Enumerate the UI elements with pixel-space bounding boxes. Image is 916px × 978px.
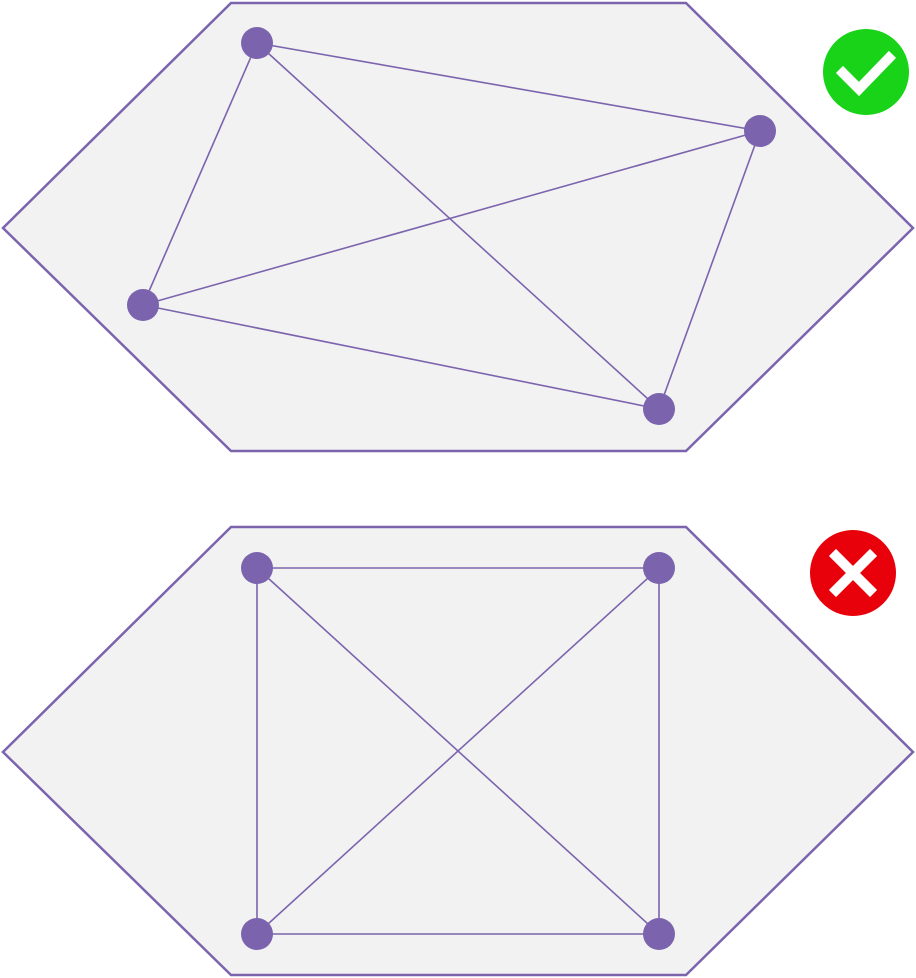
graph-nodes: [127, 27, 776, 425]
graph-node: [744, 115, 776, 147]
graph-edge: [142, 304, 660, 410]
graph-edge: [658, 130, 761, 410]
graph-edge: [142, 130, 761, 306]
incorrect-badge: [810, 530, 896, 616]
graph-node: [643, 552, 675, 584]
badge-circle: [823, 29, 909, 115]
graph-edges: [256, 567, 660, 935]
graph-node: [127, 289, 159, 321]
graph-nodes: [241, 552, 675, 950]
graph-edge: [256, 567, 660, 935]
graph-edge: [256, 42, 660, 410]
graph-node: [241, 27, 273, 59]
graph-edge: [142, 42, 258, 306]
graph-node: [643, 393, 675, 425]
graph-node: [241, 918, 273, 950]
graph-node: [241, 552, 273, 584]
cross-icon: [828, 548, 878, 598]
graph-node: [643, 918, 675, 950]
correct-panel: [1, 1, 915, 453]
checkmark-icon: [835, 50, 897, 97]
graph-edges: [142, 42, 761, 410]
graph-edge: [256, 42, 761, 132]
incorrect-panel: [1, 525, 915, 977]
correct-badge: [823, 29, 909, 115]
